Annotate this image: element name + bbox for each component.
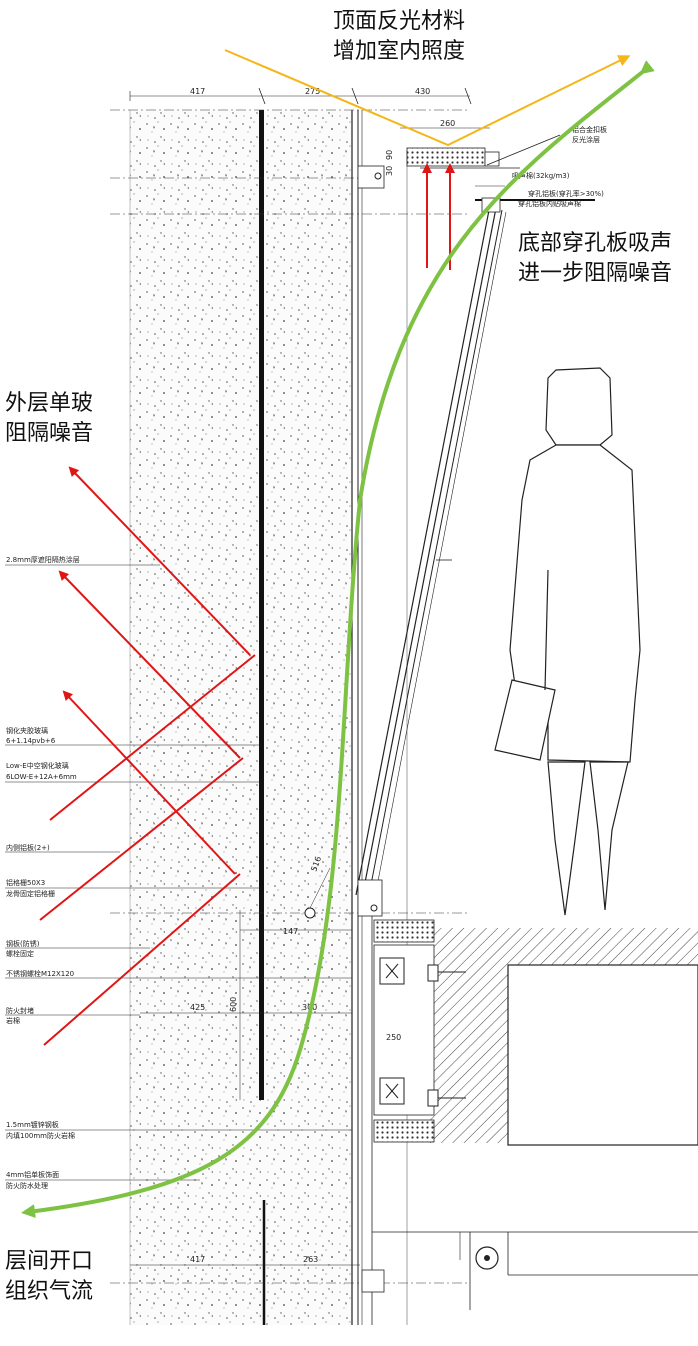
dim-425: 425 (190, 1003, 205, 1012)
dim-250: 250 (386, 1033, 401, 1042)
note-r5: 穿孔铝板内贴吸声棉 (518, 199, 581, 208)
note-n12: 防火封堵 (6, 1006, 34, 1015)
dim-147: 147 (283, 927, 298, 936)
dim-top-right: 430 (415, 87, 430, 96)
note-n11: 不锈钢螺栓M12X120 (6, 969, 74, 978)
dim-30: 30 (385, 166, 394, 176)
airflow-curve (21, 60, 655, 1219)
annotation-top-reflect-2: 增加室内照度 (333, 39, 465, 64)
dim-top-left: 417 (190, 87, 205, 96)
note-n2: 钢化夹胶玻璃 (6, 726, 48, 735)
note-n14: 1.5mm镀锌钢板 (6, 1120, 59, 1129)
annotation-bottom-panel-2: 进一步阻隔噪音 (518, 261, 672, 286)
note-n3: 6+1.14pvb+6 (6, 737, 56, 745)
annotation-top-reflect-1: 顶面反光材料 (333, 9, 465, 34)
inclined-glass-panel (355, 204, 507, 903)
note-n16: 4mm铝单板饰面 (6, 1170, 59, 1179)
annotation-outer-glass-2: 阻隔噪音 (5, 421, 93, 446)
note-n5: 6LOW-E+12A+6mm (6, 773, 77, 781)
note-n15: 内填100mm防火岩棉 (6, 1131, 75, 1140)
annotation-bottom-panel-1: 底部穿孔板吸声 (518, 231, 672, 256)
dim-bot-417: 417 (190, 1255, 205, 1264)
note-n10: 螺栓固定 (6, 949, 34, 958)
note-r2: 反光涂层 (572, 135, 600, 144)
person-figure (494, 367, 641, 916)
steel-rod (259, 110, 264, 1100)
dim-bot-263: 263 (303, 1255, 318, 1264)
note-r4: 穿孔铝板(穿孔率>30%) (528, 189, 604, 198)
reflective-top-panel (406, 147, 486, 167)
note-n13: 岩棉 (6, 1016, 20, 1025)
dim-260: 260 (440, 119, 455, 128)
note-n9: 钢板(防锈) (6, 939, 40, 948)
dim-90: 90 (385, 150, 394, 160)
note-n7: 铝格栅50X3 (6, 878, 45, 887)
annotation-floor-gap-1: 层间开口 (5, 1249, 93, 1274)
annotation-outer-glass-1: 外层单玻 (5, 391, 93, 416)
annotation-floor-gap-2: 组织气流 (5, 1279, 93, 1304)
note-n6: 内侧铝板(2+) (6, 843, 50, 852)
note-n1: 2.8mm厚遮阳隔热涂层 (6, 555, 80, 564)
note-n17: 防火防水处理 (6, 1181, 48, 1190)
note-n8: 龙骨固定铝格栅 (6, 889, 55, 898)
dim-600: 600 (229, 997, 238, 1012)
note-n4: Low-E中空钢化玻璃 (6, 761, 69, 770)
interior-room (507, 964, 698, 1146)
